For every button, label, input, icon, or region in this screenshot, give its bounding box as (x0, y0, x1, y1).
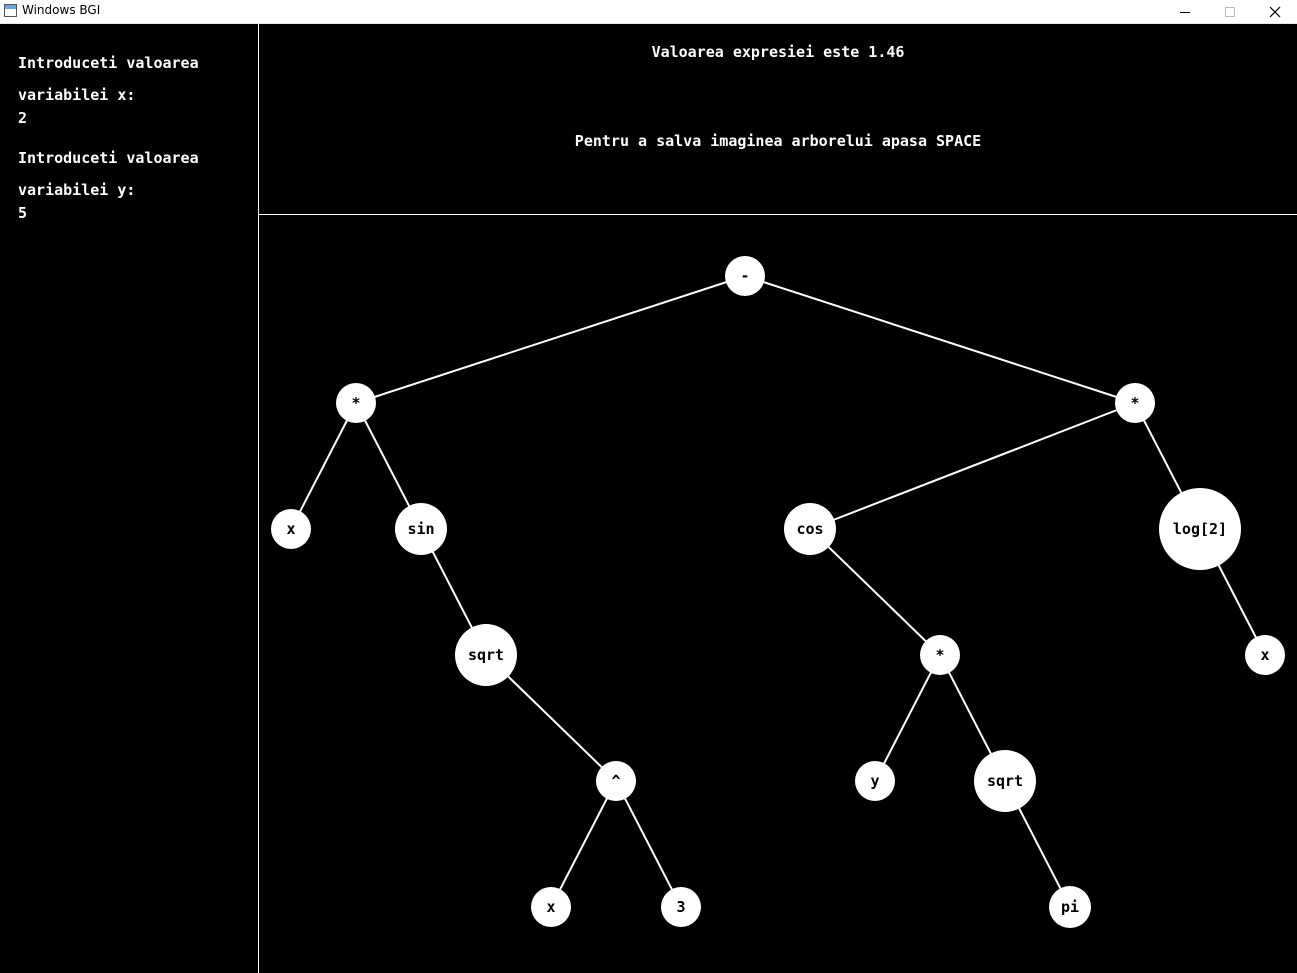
input-panel: Introduceti valoarea variabilei x: 2 Int… (0, 24, 258, 973)
tree-node-circle (271, 509, 311, 549)
app-icon (4, 4, 17, 17)
expression-tree: - * * x sin cos log[2] sqrt * x ^ y sqrt x 3 pi (271, 256, 1285, 928)
tree-node-label: sin (407, 520, 434, 538)
tree-node-label: pi (1061, 898, 1079, 916)
tree-edge (615, 780, 682, 908)
tree-node-label: ^ (611, 772, 620, 790)
tree-node: 3 (661, 887, 701, 927)
tree-edge (290, 402, 357, 530)
title-bar: Windows BGI (0, 0, 1297, 24)
tree-node: log[2] (1159, 488, 1241, 570)
tree-node: sqrt (455, 624, 517, 686)
prompt-x-line2: variabilei x: (18, 86, 136, 104)
window-title: Windows BGI (22, 3, 101, 17)
tree-node-label: x (1260, 646, 1269, 664)
tree-node-label: cos (796, 520, 823, 538)
tree-node: sin (395, 503, 447, 555)
tree-node-circle (1159, 488, 1241, 570)
tree-node-label: x (286, 520, 295, 538)
tree-node: ^ (596, 761, 636, 801)
minimize-icon (1179, 11, 1190, 13)
tree-edge (874, 654, 941, 782)
tree-edge (809, 402, 1136, 530)
tree-node: - (725, 256, 765, 296)
tree-node-label: - (740, 267, 749, 285)
tree-node-circle (596, 761, 636, 801)
tree-node-label: 3 (676, 898, 685, 916)
tree-edge (550, 780, 617, 908)
tree-node: x (531, 887, 571, 927)
maximize-button[interactable] (1207, 0, 1252, 23)
tree-node: x (271, 509, 311, 549)
tree-node: pi (1049, 886, 1091, 928)
value-y: 5 (18, 204, 28, 222)
tree-node: cos (784, 503, 836, 555)
tree-node-label: x (546, 898, 555, 916)
bgi-canvas[interactable]: Introduceti valoarea variabilei x: 2 Int… (0, 24, 1297, 973)
tree-node: x (1245, 635, 1285, 675)
tree-edge (744, 275, 1136, 404)
tree-node-circle (855, 761, 895, 801)
tree-node-circle (455, 624, 517, 686)
tree-edge (809, 528, 941, 656)
tree-node: * (920, 635, 960, 675)
tree-node-circle (725, 256, 765, 296)
tree-node-circle (531, 887, 571, 927)
tree-node-circle (1049, 886, 1091, 928)
result-text: Valoarea expresiei este 1.46 (651, 43, 905, 61)
tree-node-label: log[2] (1173, 520, 1227, 538)
tree-node-circle (784, 503, 836, 555)
tree-node-circle (1245, 635, 1285, 675)
tree-node-circle (395, 503, 447, 555)
prompt-y-line1: Introduceti valoarea (18, 149, 199, 167)
tree-node: y (855, 761, 895, 801)
save-hint-text: Pentru a salva imaginea arborelui apasa … (574, 132, 982, 150)
tree-node-circle (920, 635, 960, 675)
tree-node-circle (336, 383, 376, 423)
prompt-x-line1: Introduceti valoarea (18, 54, 199, 72)
value-x: 2 (18, 109, 28, 127)
tree-node-circle (974, 750, 1036, 812)
close-icon (1269, 6, 1280, 17)
prompt-y-line2: variabilei y: (18, 181, 136, 199)
tree-edge (355, 275, 746, 404)
horizontal-divider (259, 214, 1297, 215)
tree-node-label: y (870, 772, 879, 790)
tree-node-label: * (351, 394, 360, 412)
tree-node: sqrt (974, 750, 1036, 812)
tree-node-label: sqrt (987, 772, 1023, 790)
tree-node-label: * (1130, 394, 1139, 412)
tree-node-circle (1115, 383, 1155, 423)
tree-node-circle (661, 887, 701, 927)
tree-node: * (1115, 383, 1155, 423)
vertical-divider (258, 24, 259, 973)
minimize-button[interactable] (1162, 0, 1207, 23)
tree-node-label: sqrt (468, 646, 504, 664)
maximize-icon (1224, 6, 1235, 17)
close-button[interactable] (1252, 0, 1297, 23)
tree-node-label: * (935, 646, 944, 664)
tree-node: * (336, 383, 376, 423)
